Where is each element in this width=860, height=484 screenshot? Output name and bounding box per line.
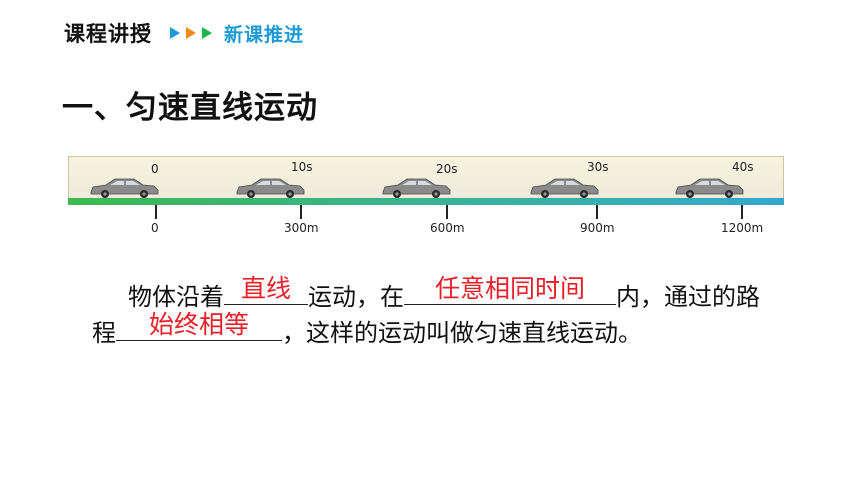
distance-tick [155, 205, 157, 219]
answer-text: 任意相同时间 [434, 274, 585, 303]
fill-blank: 任意相同时间 [404, 274, 616, 305]
car-icon [90, 178, 159, 198]
distance-tick [741, 205, 743, 219]
text-segment: 运动，在 [308, 283, 404, 311]
play-arrow-icon [186, 27, 196, 39]
fill-blank: 始终相等 [116, 310, 282, 341]
answer-text: 始终相等 [148, 310, 249, 339]
car-icon [382, 178, 451, 198]
page-title: 一、匀速直线运动 [62, 90, 318, 126]
distance-label: 600m [430, 221, 465, 235]
answer-text: 直线 [240, 274, 291, 303]
distance-label: 1200m [721, 221, 764, 235]
header-label: 课程讲授 [64, 22, 152, 46]
text-segment: 内，通过的路程 [92, 283, 760, 347]
distance-label: 300m [284, 221, 319, 235]
play-arrow-icon [170, 27, 180, 39]
distance-tick [596, 205, 598, 219]
distance-tick [300, 205, 302, 219]
arrow-icons [170, 27, 212, 39]
distance-label: 900m [580, 221, 615, 235]
car-icon [530, 178, 599, 198]
time-label: 20s [436, 162, 458, 176]
road [68, 198, 784, 205]
distance-label: 0 [151, 221, 159, 235]
header-subtitle: 新课推进 [224, 23, 305, 46]
play-arrow-icon [202, 27, 212, 39]
car-icon [675, 178, 744, 198]
distance-tick [446, 205, 448, 219]
definition-paragraph: 物体沿着直线运动，在 任意相同时间内，通过的路程始终相等 ，这样的运动叫做匀速直线运… [92, 274, 768, 350]
car-icon [236, 178, 305, 198]
time-label: 40s [732, 160, 754, 174]
section-header: 课程讲授 新课推进 [64, 16, 304, 50]
text-segment: 物体沿着 [128, 283, 224, 311]
time-label: 30s [587, 160, 609, 174]
time-label: 0 [151, 162, 159, 176]
text-segment: ，这样的运动叫做匀速直线运动。 [282, 319, 642, 347]
time-label: 10s [291, 160, 313, 174]
fill-blank: 直线 [224, 274, 308, 305]
